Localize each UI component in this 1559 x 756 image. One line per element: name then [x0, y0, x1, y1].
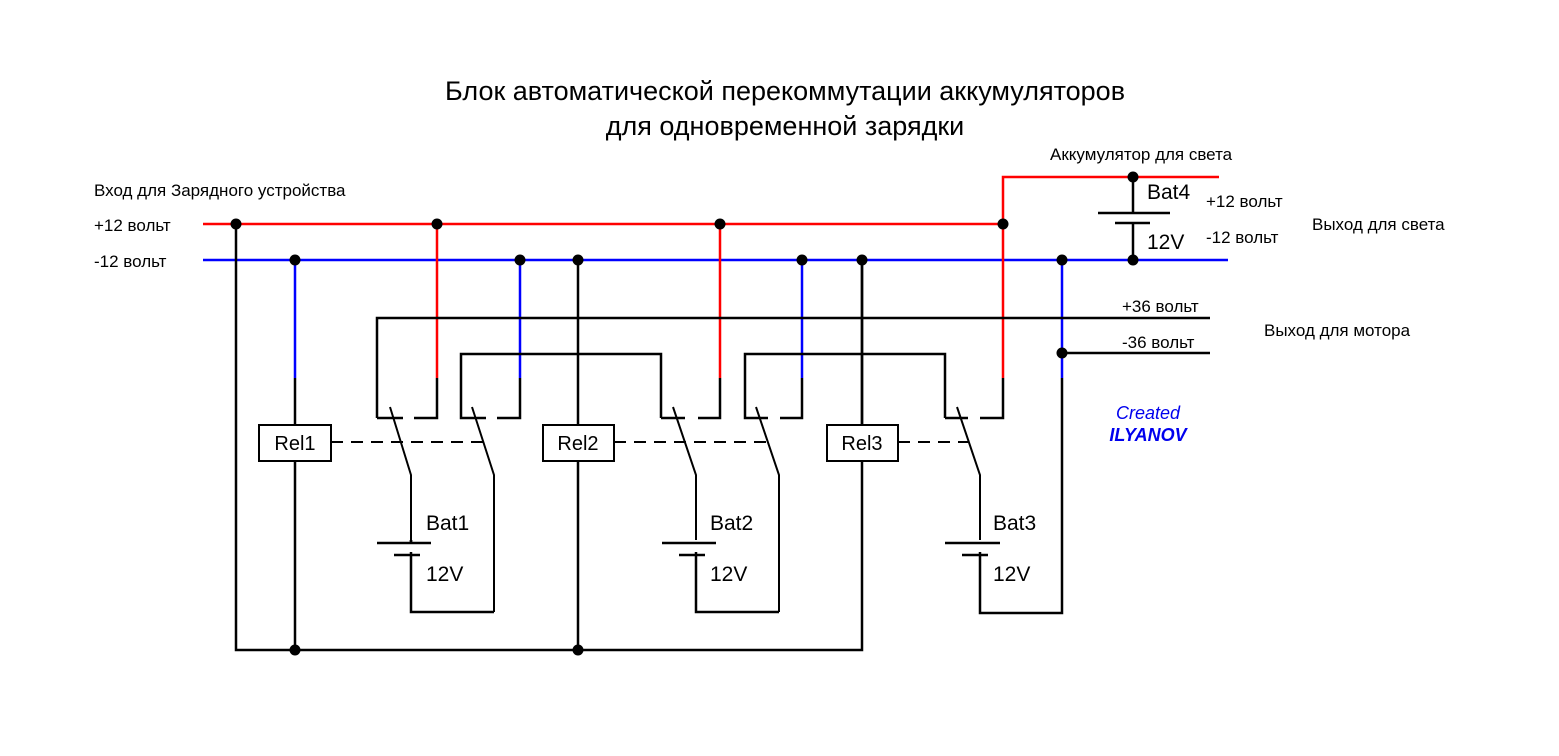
light-battery-label: Аккумулятор для света: [1050, 145, 1233, 164]
plus36-label: +36 вольт: [1122, 297, 1199, 316]
junction-dot: [1127, 254, 1139, 266]
junction-dot: [1127, 171, 1139, 183]
charger-input-label: Вход для Зарядного устройства: [94, 181, 346, 200]
junction-dot: [997, 218, 1009, 230]
bat1-voltage: 12V: [426, 563, 463, 586]
junction-dot: [714, 218, 726, 230]
rel3-sw-right-contact: [980, 378, 1005, 420]
minus12-output-label: -12 вольт: [1206, 228, 1279, 247]
junction-dot: [514, 254, 526, 266]
bat1-symbol: [377, 540, 431, 557]
rel1-sw2-right-contact: [497, 378, 522, 420]
rel2-sw2-blade: [755, 406, 780, 612]
junction-dot: [572, 254, 584, 266]
junction-dot: [796, 254, 808, 266]
bat3-label: Bat3: [993, 512, 1036, 535]
plus36-wire: [375, 316, 1210, 418]
rel3-label: Rel3: [841, 433, 882, 455]
junction-dot: [856, 254, 868, 266]
bat3-voltage: 12V: [993, 563, 1030, 586]
bat4-voltage: 12V: [1147, 231, 1184, 254]
rel1-coil: [258, 424, 332, 462]
credit-line-1: Created: [1116, 403, 1181, 423]
rel1-label: Rel1: [274, 433, 315, 455]
rel3-coil: [826, 424, 899, 462]
junction-dot: [1056, 254, 1068, 266]
rel1-sw2-left-contact: [459, 352, 663, 420]
junction-dot: [1056, 347, 1068, 359]
bat1-loop: [409, 552, 494, 614]
rel1-sw1-blade: [389, 406, 412, 540]
bat3-loop: [978, 378, 1064, 615]
bat2-voltage: 12V: [710, 563, 747, 586]
motor-output-label: Выход для мотора: [1264, 321, 1411, 340]
plus12-output-label: +12 вольт: [1206, 192, 1283, 211]
bat4-symbol: [1098, 211, 1170, 225]
junction-dot: [230, 218, 242, 230]
title-line-2: для одновременной зарядки: [606, 111, 965, 141]
plus12-input-label: +12 вольт: [94, 216, 171, 235]
rel2-sw1-blade: [672, 406, 697, 540]
rel2-coil: [542, 424, 615, 462]
bat3-symbol: [945, 541, 1000, 557]
title-line-1: Блок автоматической перекоммутации аккум…: [445, 76, 1125, 106]
bat1-label: Bat1: [426, 512, 469, 535]
light-plus-wire: [1001, 175, 1219, 378]
bat4-label: Bat4: [1147, 181, 1191, 204]
rel2-sw1-right-contact: [698, 378, 722, 420]
rel2-sw2-left-contact: [743, 352, 947, 420]
rel2-label: Rel2: [557, 433, 598, 455]
junction-dot: [572, 644, 584, 656]
bat2-symbol: [662, 541, 716, 557]
junction-dot: [289, 644, 301, 656]
minus12-input-label: -12 вольт: [94, 252, 167, 271]
rel1-sw1-right-contact: [414, 378, 439, 420]
rel3-sw-blade: [956, 406, 981, 540]
junction-dot: [431, 218, 443, 230]
bat2-loop: [694, 552, 779, 614]
junction-dot: [289, 254, 301, 266]
rel2-sw2-right-contact: [780, 378, 804, 420]
minus36-label: -36 вольт: [1122, 333, 1195, 352]
credit-line-2: ILYANOV: [1109, 425, 1188, 445]
bat2-label: Bat2: [710, 512, 753, 535]
rel1-sw2-blade: [471, 406, 495, 612]
light-output-label: Выход для света: [1312, 215, 1445, 234]
